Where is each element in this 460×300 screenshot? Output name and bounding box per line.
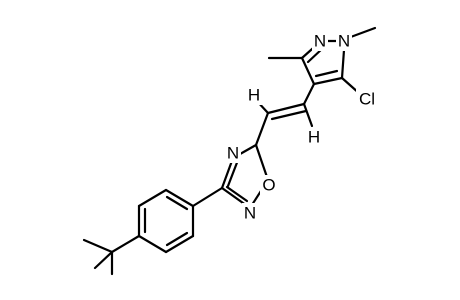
bond-pyrazole-methyl-n1 — [346, 26, 377, 40]
atom-n-oxadiazole-4-label: N — [227, 144, 239, 163]
atom-n-oxadiazole-2-label: N — [244, 204, 256, 223]
bond-vinyl-double-inner — [270, 109, 308, 121]
bond-oxadiazole-c3-n4-double — [226, 158, 240, 188]
atom-n-pyrazole-2: N — [312, 31, 328, 51]
bond-benzene-6 — [137, 234, 168, 254]
bond-benzene-oxadiazole — [191, 186, 224, 208]
atom-h-vinyl-2: H — [306, 127, 322, 147]
atom-h-vinyl-2-label: H — [308, 128, 320, 147]
bond-vinyl-double — [266, 102, 306, 115]
bond-vinyl-h2 — [302, 102, 314, 128]
atom-cl: Cl — [356, 89, 378, 109]
atom-n-oxadiazole-4: N — [225, 143, 241, 163]
bond-oxadiazole-c5-o — [254, 143, 270, 182]
bond-pyrazole-c5-c4-double — [314, 69, 339, 78]
atom-n-pyrazole-1-label: N — [338, 32, 350, 51]
atom-n-oxadiazole-2: N — [242, 203, 258, 223]
bond-tbu-ring — [110, 234, 141, 254]
atom-o-oxadiazole-label: O — [262, 176, 275, 195]
bond-pyrazole-c4-c3 — [300, 56, 316, 86]
atom-h-vinyl-1-label: H — [248, 86, 260, 105]
atom-h-vinyl-1: H — [246, 85, 262, 105]
bond-benzene-2 — [137, 188, 168, 208]
bond-benzene-5-inner — [165, 231, 189, 247]
bond-oxadiazole-vinyl — [254, 111, 270, 147]
bond-oxadiazole-n2-c3-double — [225, 185, 249, 203]
atom-cl-label: Cl — [359, 90, 375, 109]
bond-pyrazole-n1-c5 — [340, 48, 346, 80]
bond-benzene-3 — [164, 188, 195, 208]
bond-vinyl-pyrazole — [302, 82, 316, 106]
bond-benzene-5 — [164, 234, 195, 254]
atom-n-pyrazole-1: N — [336, 31, 352, 51]
bond-tbu-methyl-down — [93, 250, 114, 270]
bond-pyrazole-c5-c4 — [312, 76, 344, 86]
atom-o-oxadiazole: O — [260, 175, 278, 195]
atom-n-pyrazole-2-label: N — [314, 32, 326, 51]
bond-benzene-3-inner — [165, 195, 189, 211]
bond-tbu-methyl-left — [82, 238, 114, 254]
